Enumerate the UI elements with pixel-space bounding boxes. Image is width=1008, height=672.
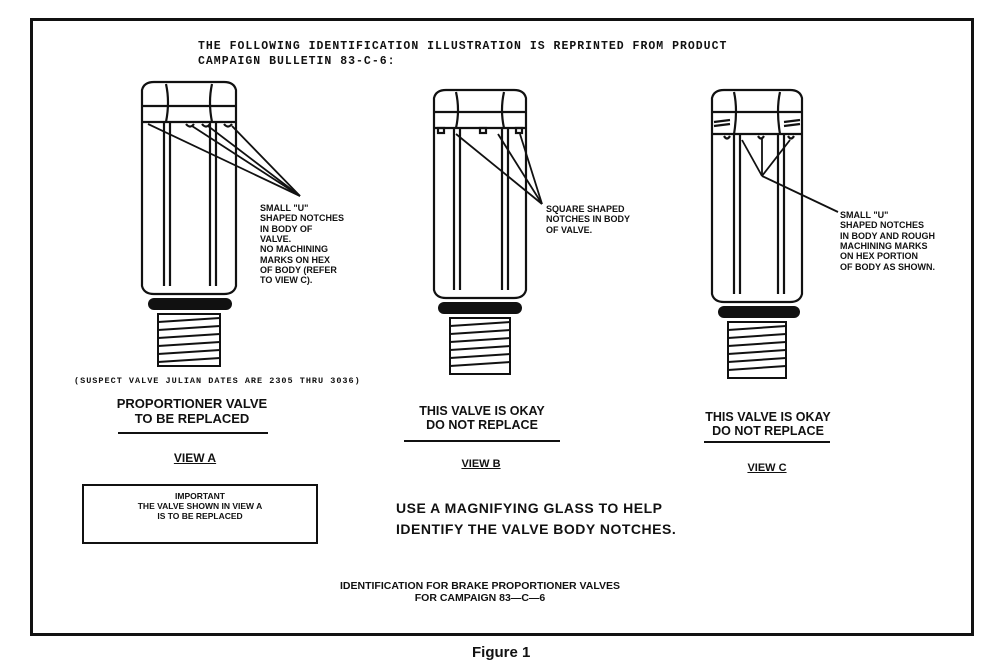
callout-b-line: NOTCHES IN BODY xyxy=(546,214,631,225)
callout-b: SQUARE SHAPED NOTCHES IN BODY OF VALVE. xyxy=(546,204,630,235)
callout-c-line: SMALL "U" xyxy=(840,210,889,220)
status-b-line-2: DO NOT REPLACE xyxy=(426,418,538,433)
view-b-label: VIEW B xyxy=(461,458,501,470)
callout-c-line: OF BODY AS SHOWN. xyxy=(840,261,936,272)
callout-a-line: SHAPED NOTCHES xyxy=(260,213,345,224)
status-c-line-2: DO NOT REPLACE xyxy=(712,424,824,439)
valve-a-drawing xyxy=(140,80,238,367)
important-line-1: IMPORTANT xyxy=(175,491,225,501)
valve-c-drawing xyxy=(710,88,804,379)
status-a-line-2: TO BE REPLACED xyxy=(134,410,250,426)
diagram-frame xyxy=(30,18,974,636)
caption: IDENTIFICATION FOR BRAKE PROPORTIONER VA… xyxy=(250,580,710,604)
status-c: THIS VALVE IS OKAY DO NOT REPLACE xyxy=(678,410,858,439)
caption-line-1: IDENTIFICATION FOR BRAKE PROPORTIONER VA… xyxy=(339,580,620,592)
status-a: PROPORTIONER VALVE TO BE REPLACED xyxy=(98,396,286,427)
callout-a-line: VALVE. xyxy=(260,234,292,245)
view-b-label-box: VIEW B xyxy=(446,458,516,471)
callout-c-line: ON HEX PORTION xyxy=(840,251,919,262)
callout-a-line: MARKS ON HEX xyxy=(260,254,331,265)
important-line-3: IS TO BE REPLACED xyxy=(157,510,243,521)
callout-a-line: NO MACHINING xyxy=(260,244,328,255)
view-a-label-box: VIEW A xyxy=(160,451,230,466)
status-a-underline xyxy=(118,432,268,434)
suspect-dates-note: (SUSPECT VALVE JULIAN DATES ARE 2305 THR… xyxy=(74,376,361,386)
callout-a-line: SMALL "U" xyxy=(260,203,309,213)
callout-a: SMALL "U" SHAPED NOTCHES IN BODY OF VALV… xyxy=(260,203,344,286)
view-c-label-box: VIEW C xyxy=(732,462,802,475)
header-line-2: CAMPAIGN BULLETIN 83-C-6: xyxy=(198,55,396,68)
callout-a-line: IN BODY OF xyxy=(260,223,313,234)
view-a-label: VIEW A xyxy=(173,451,217,465)
callout-c: SMALL "U" SHAPED NOTCHES IN BODY AND ROU… xyxy=(840,210,935,272)
callout-a-line: TO VIEW C). xyxy=(260,275,313,286)
status-b-line-1: THIS VALVE IS OKAY xyxy=(419,404,545,418)
magnify-note-line-1: USE A MAGNIFYING GLASS TO HELP xyxy=(396,500,663,516)
important-box: IMPORTANT THE VALVE SHOWN IN VIEW A IS T… xyxy=(82,484,318,544)
caption-line-2: FOR CAMPAIGN 83—C—6 xyxy=(414,592,546,605)
status-b-underline xyxy=(404,440,560,442)
callout-b-line: SQUARE SHAPED xyxy=(546,204,625,214)
figure-label: Figure 1 xyxy=(472,644,531,661)
callout-b-line: OF VALVE. xyxy=(546,224,593,235)
status-b: THIS VALVE IS OKAY DO NOT REPLACE xyxy=(392,404,572,433)
status-a-line-1: PROPORTIONER VALVE xyxy=(116,396,268,411)
callout-c-line: MACHINING MARKS xyxy=(840,241,928,252)
status-c-line-1: THIS VALVE IS OKAY xyxy=(705,410,831,424)
status-c-underline xyxy=(704,441,830,443)
callout-c-line: IN BODY AND ROUGH xyxy=(840,230,936,241)
valve-b-drawing xyxy=(432,88,528,375)
callout-c-line: SHAPED NOTCHES xyxy=(840,220,925,231)
magnify-note-line-2: IDENTIFY THE VALVE BODY NOTCHES. xyxy=(396,521,677,537)
header-line-1: THE FOLLOWING IDENTIFICATION ILLUSTRATIO… xyxy=(198,40,728,53)
important-line-2: THE VALVE SHOWN IN VIEW A xyxy=(137,500,263,511)
view-c-label: VIEW C xyxy=(747,462,787,474)
callout-a-line: OF BODY (REFER xyxy=(260,265,337,276)
